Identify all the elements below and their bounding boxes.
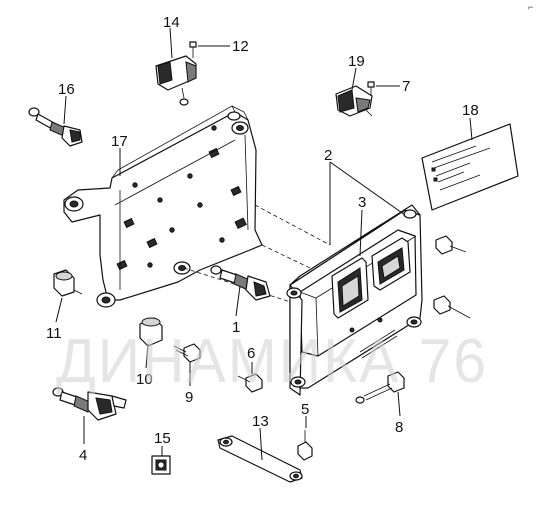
part-8-bolt (355, 371, 405, 404)
assembly-line-a (254, 204, 331, 246)
assembly-line-c (183, 267, 301, 306)
callout-18: 18 (462, 102, 479, 119)
callout-14: 14 (163, 14, 180, 31)
module-bolt-lower (433, 295, 471, 319)
part-11-spacer (53, 269, 83, 297)
callout-9: 9 (185, 389, 193, 406)
callout-6: 6 (247, 345, 255, 362)
callout-1: 1 (232, 319, 240, 336)
callout-11: 11 (46, 325, 62, 342)
callout-10: 10 (136, 371, 153, 388)
callout-2: 2 (324, 147, 332, 164)
part-12-screw (189, 41, 197, 58)
part-15-clip-nut (151, 455, 171, 475)
callout-5: 5 (301, 401, 309, 418)
part-5-bolt (297, 430, 313, 461)
corner-mark: ⌐ (528, 2, 533, 12)
part-10-spacer (139, 317, 163, 347)
module-bolt-upper (435, 235, 467, 255)
callout-19: 19 (348, 53, 365, 70)
part-13-ground-strap (217, 435, 303, 483)
callout-12: 12 (232, 38, 249, 55)
callout-13: 13 (252, 413, 269, 430)
callout-15: 15 (154, 430, 171, 447)
callout-lines (55, 27, 473, 461)
callout-16: 16 (58, 81, 75, 98)
watermark: ДИНАМИКА 76 (56, 327, 488, 396)
callout-7: 7 (402, 78, 410, 95)
part-4-sensor (52, 387, 127, 421)
part-6-bolt (237, 373, 263, 393)
part-16-temperature-sensor (28, 107, 83, 147)
part-9-bolt (173, 343, 201, 363)
callout-3: 3 (358, 194, 366, 211)
part-7-screw (367, 81, 375, 96)
part-19-sensor (335, 85, 373, 117)
callout-17: 17 (111, 133, 128, 150)
part-18-label-decal (421, 123, 519, 211)
assembly-line-b (261, 244, 311, 269)
part-17-mounting-bracket (63, 105, 263, 308)
callout-4: 4 (79, 447, 87, 464)
part-1-sensor (210, 265, 271, 301)
part-2-ecm-module (286, 204, 423, 396)
part-14-sensor (155, 55, 197, 106)
callout-8: 8 (395, 419, 403, 436)
